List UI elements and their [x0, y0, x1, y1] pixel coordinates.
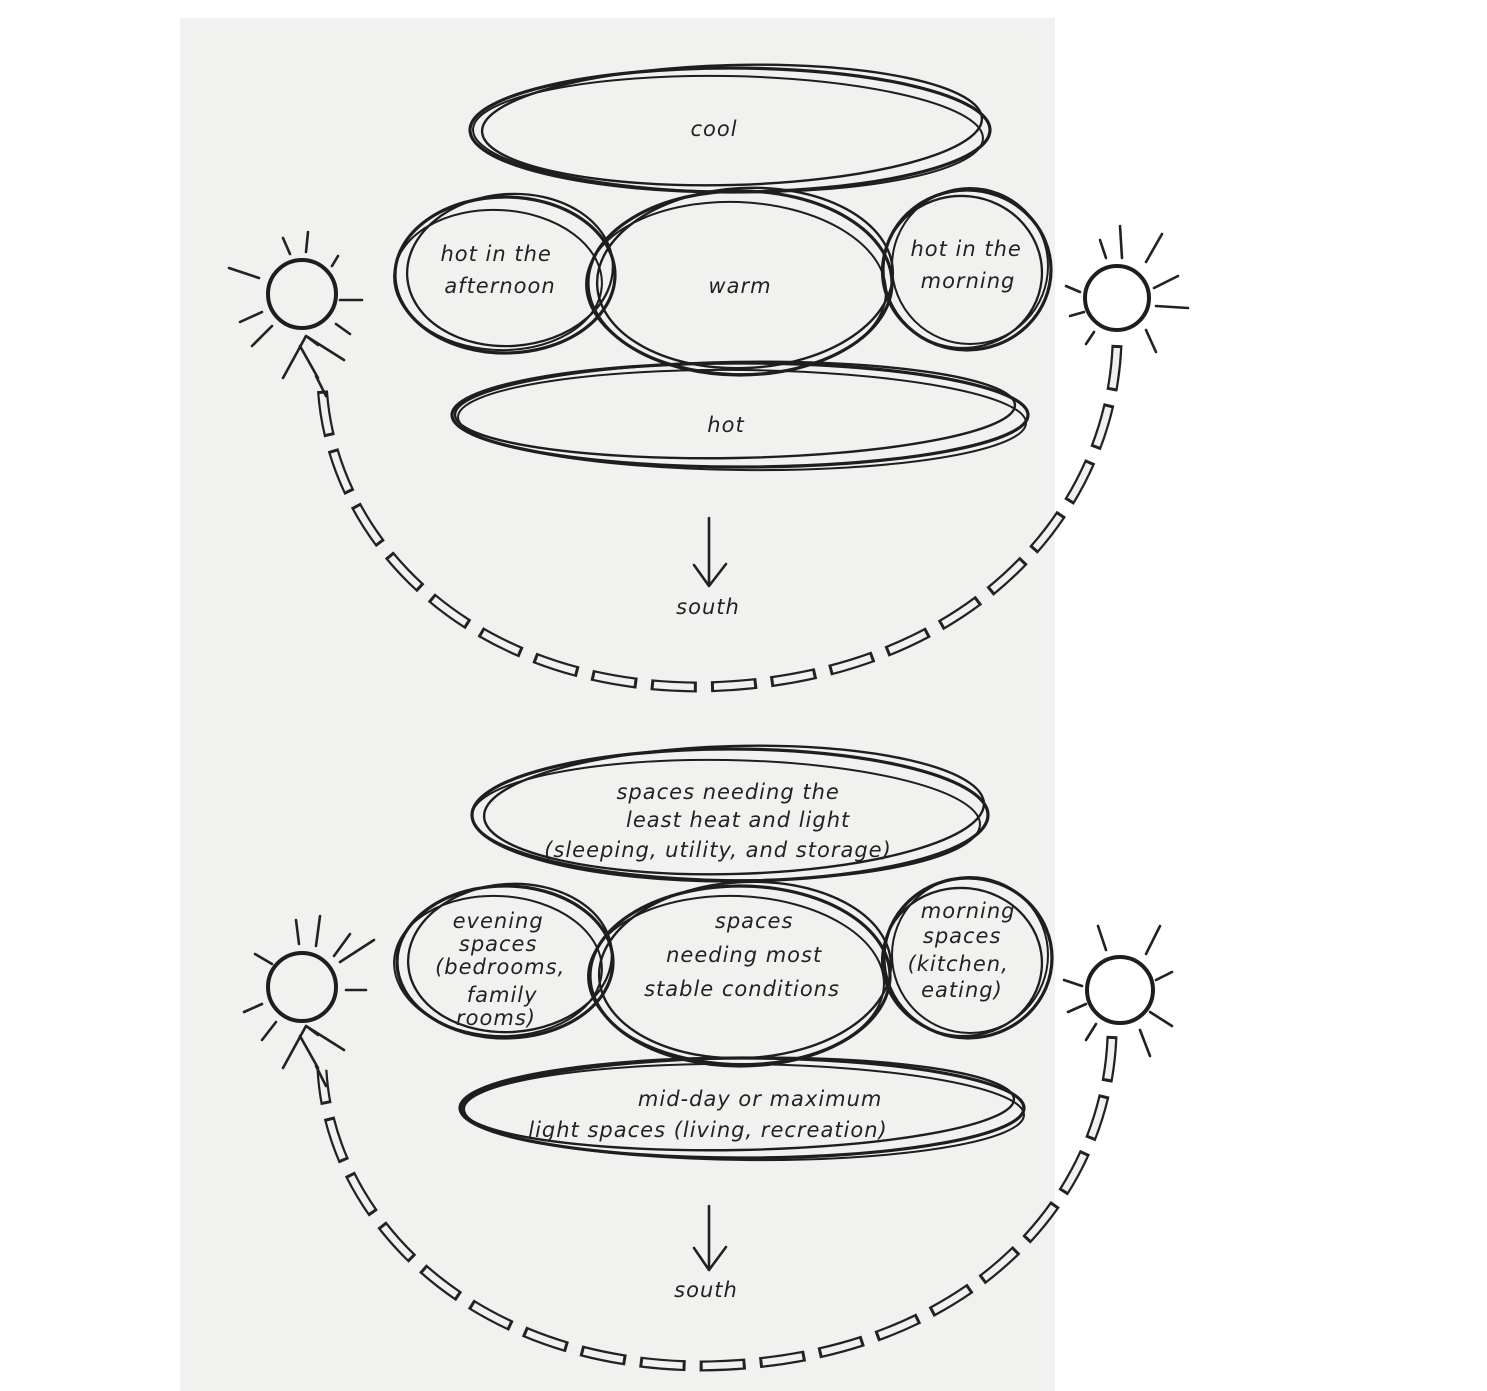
zone-label-least-heat: spaces needing the least heat and light …	[544, 780, 892, 862]
zone-warm-bubble	[585, 186, 895, 377]
sun-icon	[242, 914, 376, 1042]
top-diagram: cool hot in the afternoon warm hot in th…	[227, 63, 1190, 693]
direction-label-south: south	[676, 595, 740, 619]
zone-label-hot: hot	[707, 413, 744, 437]
zone-label-morning: hot in the morning	[910, 237, 1029, 293]
sun-path-arrow-icon	[281, 1024, 346, 1088]
sun-icon	[1062, 924, 1174, 1058]
south-arrow-icon	[692, 516, 728, 588]
zone-label-cool: cool	[690, 117, 737, 141]
zone-label-warm: warm	[708, 274, 771, 298]
zone-label-stable: spaces needing most stable conditions	[644, 909, 840, 1001]
zone-evening-bubble	[393, 882, 615, 1040]
sun-icon	[1064, 224, 1190, 354]
zone-morning-spaces-bubble	[880, 876, 1054, 1040]
zone-label-morning-spaces: morning spaces (kitchen, eating)	[908, 899, 1024, 1002]
sun-path-arrow-icon	[281, 334, 346, 398]
bottom-diagram: spaces needing the least heat and light …	[242, 744, 1174, 1372]
zone-label-evening: evening spaces (bedrooms, family rooms)	[435, 909, 573, 1030]
zone-least-heat-bubble	[470, 744, 990, 883]
sun-path-arc-inner	[318, 1035, 1116, 1370]
zone-stable-bubble	[587, 880, 893, 1068]
zone-midday-bubble	[458, 1056, 1026, 1162]
zone-label-afternoon: hot in the afternoon	[440, 242, 559, 298]
south-arrow-icon	[692, 1204, 728, 1272]
zone-afternoon-bubble	[393, 192, 617, 355]
sun-path-arc-inner	[318, 344, 1121, 691]
sun-icon	[227, 230, 364, 348]
direction-label-south: south	[674, 1278, 738, 1302]
zone-label-midday: mid-day or maximum light spaces (living,…	[528, 1087, 890, 1142]
diagram-sheet	[180, 18, 1055, 1391]
zone-hot-bubble	[450, 360, 1030, 472]
sun-path-arc	[316, 344, 1123, 693]
